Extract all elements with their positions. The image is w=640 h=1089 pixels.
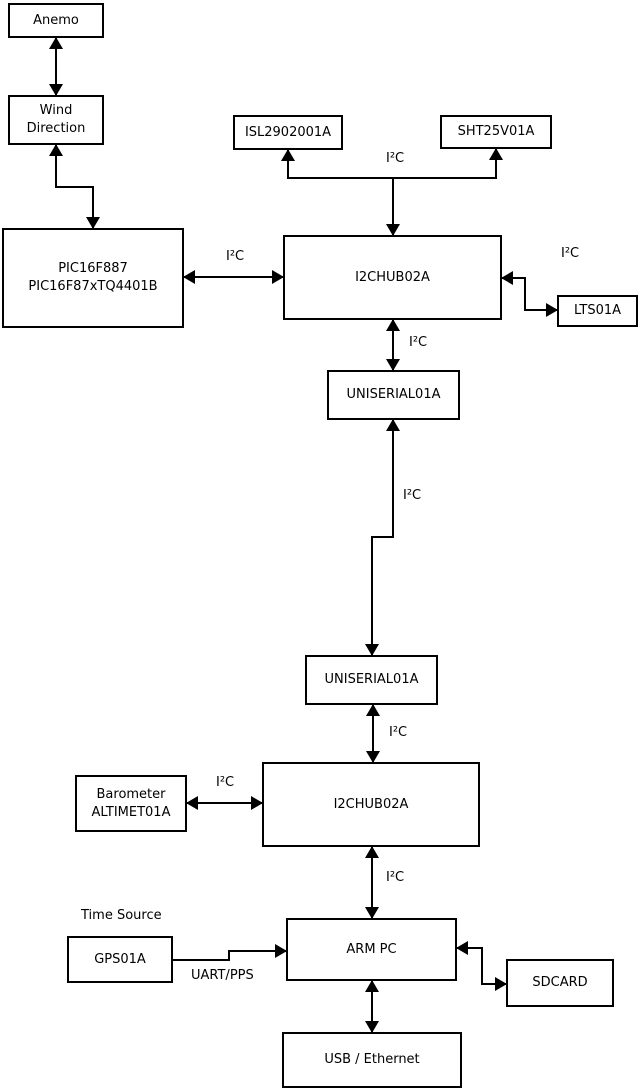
node-sdcard: SDCARD [506,959,614,1007]
node-sdcard-label: SDCARD [532,975,588,991]
node-i2chub02a-lower-label: I2CHUB02A [333,796,409,812]
node-i2chub02a-lower: I2CHUB02A [262,762,480,847]
node-uniserial01a-upper: UNISERIAL01A [327,370,460,420]
node-wind-direction-label: Wind Direction [26,103,86,136]
connector-uniserial1-uniserial2 [365,419,400,656]
node-sht25v01a-label: SHT25V01A [457,124,535,140]
node-i2chub02a-upper-label: I2CHUB02A [355,269,430,285]
node-uniserial01a-lower: UNISERIAL01A [305,655,438,705]
node-arm-pc-label: ARM PC [346,941,397,957]
edge-label-i2c-uniserial2-hub2: I²C [389,725,408,740]
connector-armpc-sdcard [456,941,507,991]
connector-wind-pic [49,144,100,229]
node-pic-microcontroller: PIC16F887 PIC16F87xTQ4401B [2,228,184,328]
node-uniserial01a-lower-label: UNISERIAL01A [324,672,419,688]
node-pic-microcontroller-label: PIC16F887 PIC16F87xTQ4401B [28,261,158,294]
edge-label-i2c-hub2-armpc: I²C [386,870,405,885]
node-lts01a: LTS01A [557,295,638,327]
node-anemometer-label: Anemo [33,12,79,28]
node-usb-ethernet: USB / Ethernet [282,1032,462,1088]
node-lts01a-label: LTS01A [573,303,622,319]
node-usb-ethernet-label: USB / Ethernet [324,1052,420,1068]
edge-label-i2c-hub-lts: I²C [561,246,580,261]
edge-label-i2c-sensors-bus: I²C [386,151,405,166]
node-i2chub02a-upper: I2CHUB02A [283,235,502,320]
node-gps01a-label: GPS01A [94,951,146,967]
node-sht25v01a: SHT25V01A [440,115,552,149]
node-isl2902001a-label: ISL2902001A [244,124,332,140]
node-gps01a: GPS01A [67,936,173,983]
edge-label-i2c-pic-hub: I²C [226,249,245,264]
node-barometer-altimet01a: Barometer ALTIMET01A [75,775,187,832]
node-arm-pc: ARM PC [286,918,457,981]
connector-hub1-lts [501,271,558,317]
edge-label-uart-pps: UART/PPS [191,968,254,983]
node-uniserial01a-upper-label: UNISERIAL01A [346,387,441,403]
node-barometer-altimet01a-label: Barometer ALTIMET01A [91,786,171,820]
node-anemometer: Anemo [8,3,104,38]
edge-label-i2c-hub1-uniserial1: I²C [409,335,428,350]
edge-label-i2c-barometer-hub2: I²C [216,775,235,790]
annotation-time-source: Time Source [81,908,162,923]
node-wind-direction: Wind Direction [8,95,104,145]
edge-label-i2c-uniserial1-uniserial2: I²C [403,488,422,503]
connector-gps-armpc [173,944,287,961]
node-isl2902001a: ISL2902001A [233,115,343,150]
